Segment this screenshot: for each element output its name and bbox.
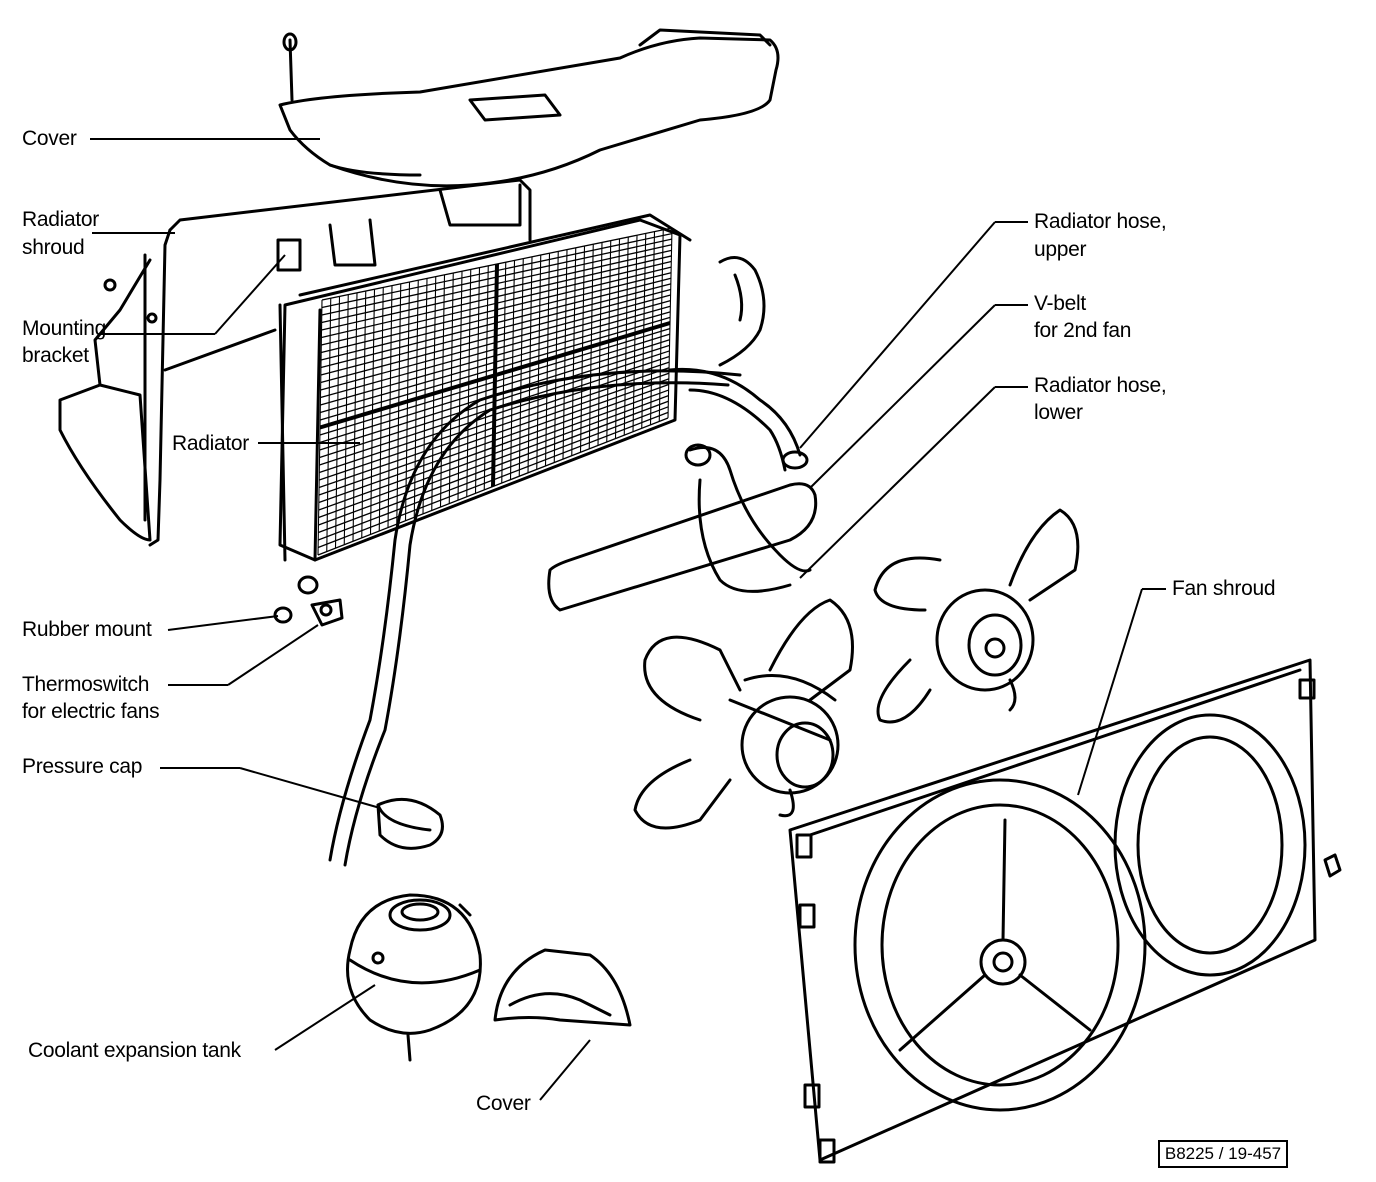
expansion-tank <box>346 893 482 1062</box>
fan-front <box>633 598 854 830</box>
label-v-belt-line2: for 2nd fan <box>1034 319 1132 342</box>
pressure-cap-part <box>376 797 444 850</box>
bottom-cover <box>493 948 632 1027</box>
label-thermoswitch-line1: Thermoswitch <box>22 673 150 696</box>
label-coolant-expansion-tank: Coolant expansion tank <box>28 1039 241 1062</box>
leader-lines <box>90 138 1166 1101</box>
thermoswitch-part <box>310 598 344 627</box>
radiator-core <box>278 213 692 562</box>
label-thermoswitch-line2: for electric fans <box>22 700 160 723</box>
v-belt <box>547 482 818 612</box>
top-cover <box>278 28 780 227</box>
label-v-belt-line1: V-belt <box>1034 292 1086 315</box>
label-cover-top: Cover <box>22 127 77 150</box>
overflow-hose <box>328 369 742 867</box>
radiator-fins <box>317 227 673 556</box>
label-radiator-hose-lower-line2: lower <box>1034 401 1083 424</box>
fan-shroud <box>788 658 1342 1164</box>
label-mounting-bracket-line2: bracket <box>22 344 89 367</box>
label-radiator-hose-lower-line1: Radiator hose, <box>1034 374 1167 397</box>
reference-code-box: B8225 / 19-457 <box>1158 1140 1288 1168</box>
lower-hose <box>684 443 812 593</box>
radiator-shroud <box>58 178 532 547</box>
label-radiator-shroud-line1: Radiator <box>22 208 99 231</box>
fan-rear <box>873 508 1080 724</box>
label-rubber-mount: Rubber mount <box>22 618 152 641</box>
label-radiator: Radiator <box>172 432 249 455</box>
label-mounting-bracket-line1: Mounting <box>22 317 106 340</box>
rubber-mount-part <box>273 575 319 624</box>
label-radiator-hose-upper-line2: upper <box>1034 238 1087 261</box>
label-fan-shroud: Fan shroud <box>1172 577 1276 600</box>
upper-hose <box>668 256 809 472</box>
label-radiator-hose-upper-line1: Radiator hose, <box>1034 210 1167 233</box>
label-pressure-cap: Pressure cap <box>22 755 143 778</box>
label-cover-bottom: Cover <box>476 1092 531 1115</box>
label-radiator-shroud-line2: shroud <box>22 236 85 259</box>
